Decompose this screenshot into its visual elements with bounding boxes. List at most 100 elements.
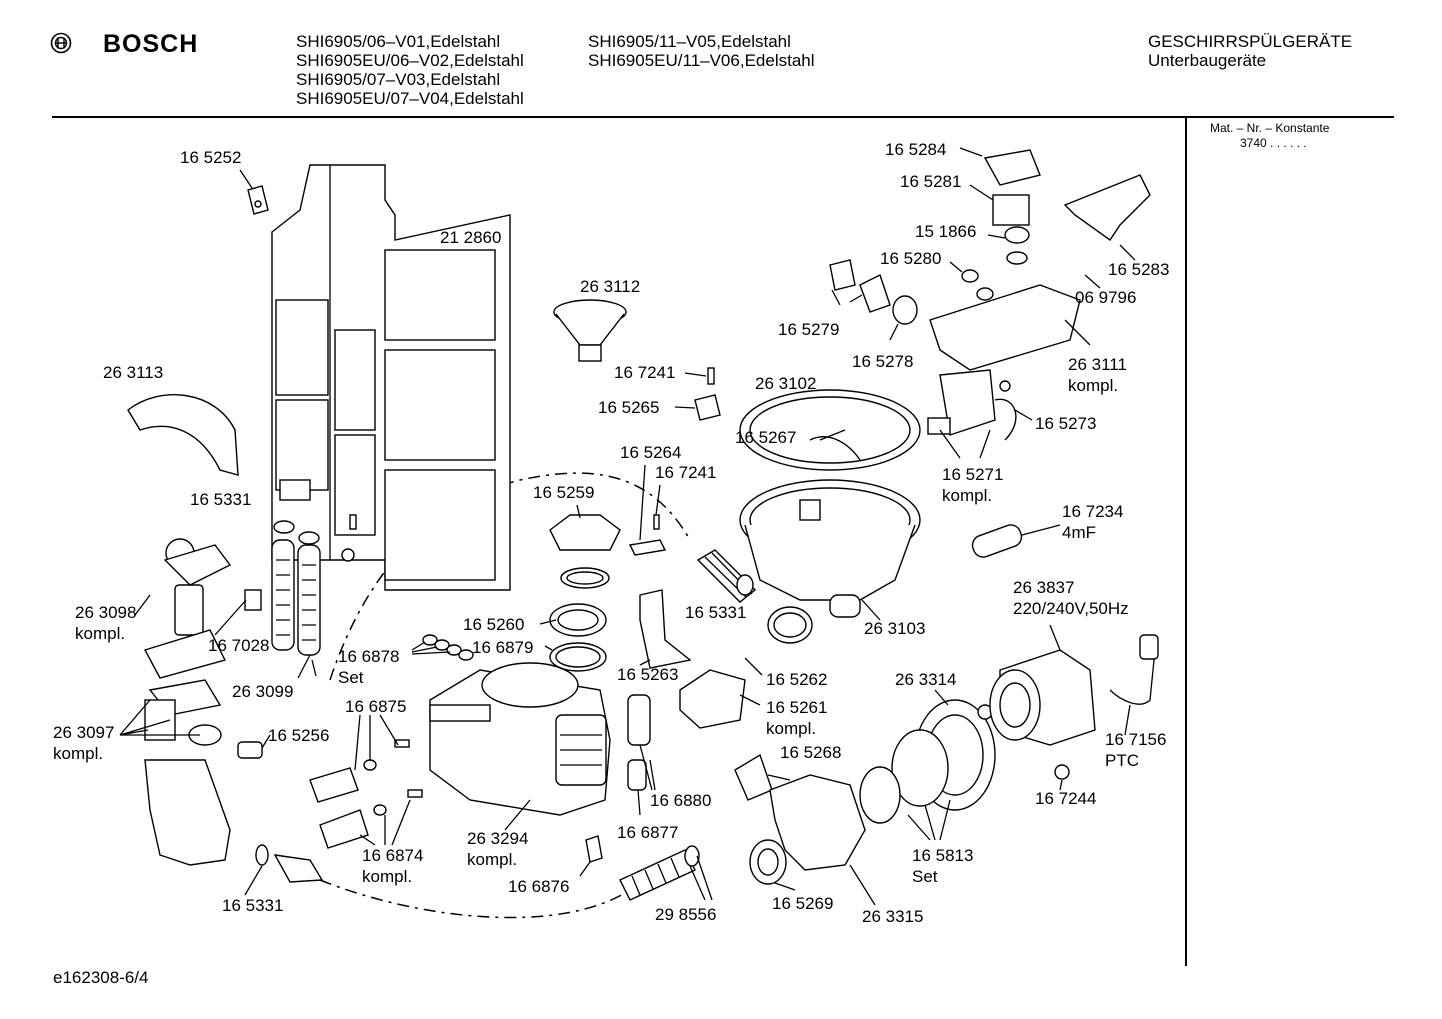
part-label: kompl. <box>53 744 104 763</box>
part-label: PTC <box>1105 751 1139 770</box>
part-label: 15 1866 <box>915 222 977 241</box>
part-label: 16 5264 <box>620 443 682 462</box>
drain-hose-dashed-path <box>319 879 631 919</box>
part-label: 16 6876 <box>508 877 570 896</box>
connector-hose-part <box>696 549 757 603</box>
capacitor-part <box>971 524 1023 558</box>
part-label: 16 5271 <box>942 465 1004 484</box>
part-label: kompl. <box>942 486 993 505</box>
part-label: kompl. <box>1068 376 1119 395</box>
part-label: 16 5284 <box>885 140 947 159</box>
part-label: kompl. <box>362 867 413 886</box>
category-title: GESCHIRRSPÜLGERÄTE <box>1148 32 1353 51</box>
part-label: Set <box>912 867 938 886</box>
part-label: kompl. <box>467 850 518 869</box>
part-label: 16 7241 <box>655 463 717 482</box>
valve-block-assembly <box>829 149 1151 441</box>
model-list-1: SHI6905/06–V01,Edelstahl SHI6905EU/06–V0… <box>296 32 524 108</box>
part-label: 26 3837 <box>1013 578 1075 597</box>
part-label: 26 3099 <box>232 682 294 701</box>
part-label: 16 5262 <box>766 670 828 689</box>
clip-part <box>247 185 269 215</box>
model-line: SHI6905EU/06–V02,Edelstahl <box>296 51 524 70</box>
drain-hose-part <box>255 835 700 901</box>
mat-nr-value: 3740 . . . . . . <box>1240 136 1307 150</box>
part-label: 16 6874 <box>362 846 424 865</box>
part-label: 26 3294 <box>467 829 529 848</box>
part-label: 16 5278 <box>852 352 914 371</box>
part-label: 16 5813 <box>912 846 974 865</box>
part-label: 26 3098 <box>75 603 137 622</box>
part-label: 16 6875 <box>345 697 407 716</box>
part-label: 16 5331 <box>190 490 252 509</box>
part-label: 16 5331 <box>685 603 747 622</box>
part-label: 16 7234 <box>1062 502 1124 521</box>
part-label: 26 3112 <box>580 277 641 296</box>
part-label: 26 3103 <box>864 619 926 638</box>
category-block: GESCHIRRSPÜLGERÄTE Unterbaugeräte <box>1148 32 1352 70</box>
model-line: SHI6905EU/07–V04,Edelstahl <box>296 89 524 108</box>
header-rule <box>52 116 1394 118</box>
part-label: 16 6879 <box>472 638 534 657</box>
part-label: 16 5259 <box>533 483 595 502</box>
part-label: 16 7241 <box>614 363 676 382</box>
category-subtitle: Unterbaugeräte <box>1148 51 1267 70</box>
model-list-2: SHI6905/11–V05,Edelstahl SHI6905EU/11–V0… <box>588 32 815 70</box>
model-line: SHI6905/07–V03,Edelstahl <box>296 70 501 89</box>
pressure-switch-part <box>679 669 746 729</box>
small-clip-parts <box>628 367 721 556</box>
valve-parts <box>309 739 423 849</box>
seal-ring-set <box>422 634 474 661</box>
part-label: 16 5283 <box>1108 260 1170 279</box>
part-label: 4mF <box>1062 523 1096 542</box>
part-label: 16 5280 <box>880 249 942 268</box>
part-label: 16 7156 <box>1105 730 1167 749</box>
part-label: 16 5331 <box>222 896 284 915</box>
impeller-set <box>859 699 996 824</box>
part-label: 16 7244 <box>1035 789 1097 808</box>
part-label: 21 2860 <box>440 228 502 247</box>
part-label: 16 6878 <box>338 647 400 666</box>
part-label: 16 5261 <box>766 698 828 717</box>
part-label: Set <box>338 668 364 687</box>
part-label: 16 5263 <box>617 665 679 684</box>
softener-lid-parts <box>549 514 621 672</box>
part-label: 16 5260 <box>463 615 525 634</box>
model-line: SHI6905EU/11–V06,Edelstahl <box>588 51 815 70</box>
part-label: 16 5273 <box>1035 414 1097 433</box>
part-label: 26 3102 <box>755 374 817 393</box>
sump-assembly <box>739 389 921 644</box>
part-label: 16 6880 <box>650 791 712 810</box>
leader-lines <box>119 147 1136 906</box>
part-label: 16 5265 <box>598 398 660 417</box>
part-label: 26 3097 <box>53 723 115 742</box>
part-label: kompl. <box>75 624 126 643</box>
part-label: kompl. <box>766 719 817 738</box>
part-label: 29 8556 <box>655 905 717 924</box>
part-label: 26 3315 <box>862 907 924 926</box>
part-label: 16 5279 <box>778 320 840 339</box>
funnel-part <box>553 299 627 362</box>
part-label: 16 5268 <box>780 743 842 762</box>
drain-pump-part <box>734 753 866 885</box>
part-label: 16 5267 <box>735 428 797 447</box>
part-label: 220/240V,50Hz <box>1013 599 1129 618</box>
part-label: 06 9796 <box>1075 288 1137 307</box>
circulation-motor-part <box>989 634 1159 780</box>
panel-part <box>271 164 511 591</box>
part-label: 16 5256 <box>268 726 330 745</box>
brand-name: BOSCH <box>103 30 199 58</box>
water-softener-part <box>429 662 611 816</box>
model-line: SHI6905/06–V01,Edelstahl <box>296 32 501 51</box>
bosch-logo-icon <box>50 32 72 54</box>
drawing-id: e162308-6/4 <box>53 968 149 987</box>
mat-nr-label: Mat. – Nr. – Konstante <box>1210 121 1330 135</box>
part-label: 26 3113 <box>103 363 164 382</box>
hose-dashed-path <box>329 472 691 681</box>
part-label: 16 5269 <box>772 894 834 913</box>
part-label: 26 3111 <box>1068 355 1127 374</box>
part-label: 16 5252 <box>180 148 242 167</box>
float-parts <box>627 589 692 791</box>
hose-pair-part <box>271 520 321 656</box>
